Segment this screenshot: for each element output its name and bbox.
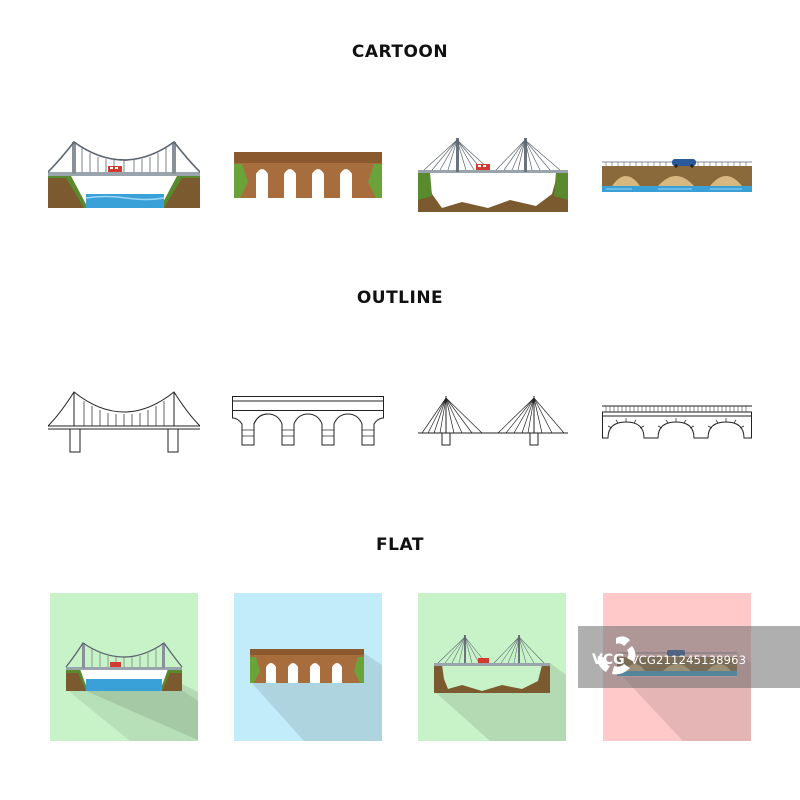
stone-arch-bridge-icon xyxy=(602,156,752,192)
cable-stayed-bridge-outline-icon xyxy=(418,394,568,446)
flat-tile-aqueduct xyxy=(234,593,382,741)
section-title-cartoon: CARTOON xyxy=(351,42,449,62)
aqueduct-bridge-icon xyxy=(234,152,382,198)
watermark-logo-icon xyxy=(597,636,636,675)
stone-arch-bridge-outline-icon xyxy=(602,404,752,440)
section-title-outline: OUTLINE xyxy=(356,288,444,308)
flat-tile-cable-stayed xyxy=(418,593,566,741)
flat-tile-suspension xyxy=(50,593,198,741)
suspension-bridge-icon xyxy=(48,138,200,210)
aqueduct-bridge-flat-icon xyxy=(250,649,382,741)
cable-stayed-bridge-icon xyxy=(418,136,568,214)
suspension-bridge-outline-icon xyxy=(48,388,200,454)
section-title-flat: FLAT xyxy=(376,535,424,555)
watermark: VCG VCG211245138963 xyxy=(578,626,800,688)
watermark-id: VCG211245138963 xyxy=(630,653,747,667)
aqueduct-bridge-outline-icon xyxy=(232,396,384,446)
cable-stayed-bridge-flat-icon xyxy=(434,635,566,741)
suspension-bridge-flat-icon xyxy=(65,642,198,741)
watermark-brand: VCG xyxy=(592,652,625,668)
